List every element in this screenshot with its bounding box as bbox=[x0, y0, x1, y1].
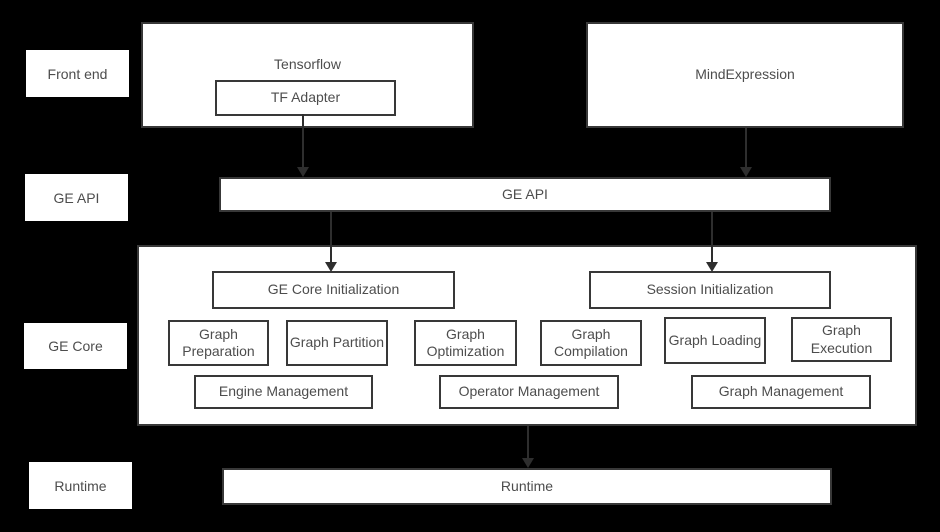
module-box-graph-execution: Graph Execution bbox=[791, 317, 892, 362]
arrow-line bbox=[745, 128, 747, 167]
layer-label-text: GE Core bbox=[48, 338, 103, 354]
arrow-head-icon bbox=[522, 458, 534, 468]
ge-api-bar: GE API bbox=[219, 177, 831, 212]
arrow-line bbox=[527, 426, 529, 458]
module-box-graph-compilation: Graph Compilation bbox=[540, 320, 642, 366]
arrow-head-icon bbox=[740, 167, 752, 177]
management-label: Graph Management bbox=[718, 383, 844, 400]
arrow-ge-api-to-session-initialization bbox=[706, 212, 718, 272]
management-label: Operator Management bbox=[458, 383, 600, 400]
module-label: Graph Partition bbox=[289, 334, 385, 351]
runtime-bar-label: Runtime bbox=[500, 477, 554, 494]
arrow-ge-core-to-runtime bbox=[522, 426, 534, 468]
layer-label-text: Front end bbox=[47, 65, 108, 82]
layer-label-front-end: Front end bbox=[26, 50, 129, 97]
layer-label-ge-api: GE API bbox=[25, 174, 128, 221]
tf-adapter-box: TF Adapter bbox=[215, 80, 396, 116]
module-label: Graph Execution bbox=[810, 322, 873, 356]
arrow-tf-adapter-to-ge-api bbox=[297, 114, 309, 177]
management-box-operator: Operator Management bbox=[439, 375, 619, 409]
layer-label-text: Runtime bbox=[54, 477, 107, 494]
tf-adapter-label: TF Adapter bbox=[270, 89, 341, 106]
mindexpression-label: MindExpression bbox=[695, 66, 795, 83]
arrow-line bbox=[302, 114, 304, 167]
session-initialization-box: Session Initialization bbox=[589, 271, 831, 309]
ge-core-box: GE Core Initialization Session Initializ… bbox=[137, 245, 917, 426]
management-box-graph: Graph Management bbox=[691, 375, 871, 409]
module-label: Graph Compilation bbox=[554, 325, 628, 360]
module-box-graph-partition: Graph Partition bbox=[286, 320, 388, 366]
ge-core-initialization-label: GE Core Initialization bbox=[267, 281, 400, 298]
module-box-graph-optimization: Graph Optimization bbox=[414, 320, 517, 366]
module-box-graph-preparation: Graph Preparation bbox=[168, 320, 269, 366]
arrow-head-icon bbox=[706, 262, 718, 272]
layer-label-ge-core: GE Core bbox=[24, 323, 127, 369]
ge-api-bar-label: GE API bbox=[502, 185, 548, 202]
arrow-mindexpression-to-ge-api bbox=[740, 128, 752, 177]
layer-label-runtime: Runtime bbox=[29, 462, 132, 509]
management-box-engine: Engine Management bbox=[194, 375, 373, 409]
module-label: Graph Loading bbox=[668, 331, 762, 348]
arrow-head-icon bbox=[325, 262, 337, 272]
arrow-ge-api-to-ge-core-initialization bbox=[325, 212, 337, 272]
session-initialization-label: Session Initialization bbox=[646, 281, 774, 298]
arrow-line bbox=[330, 212, 332, 262]
layer-label-text: GE API bbox=[53, 189, 100, 206]
module-box-graph-loading: Graph Loading bbox=[664, 317, 766, 364]
management-label: Engine Management bbox=[218, 383, 349, 400]
ge-core-initialization-box: GE Core Initialization bbox=[212, 271, 455, 309]
module-label: Graph Preparation bbox=[182, 325, 255, 360]
arrow-line bbox=[711, 212, 713, 262]
tensorflow-box: Tensorflow TF Adapter bbox=[141, 22, 474, 128]
mindexpression-box: MindExpression bbox=[586, 22, 904, 128]
tensorflow-title: Tensorflow bbox=[274, 56, 341, 72]
arrow-head-icon bbox=[297, 167, 309, 177]
module-label: Graph Optimization bbox=[426, 325, 505, 360]
runtime-bar: Runtime bbox=[222, 468, 832, 505]
